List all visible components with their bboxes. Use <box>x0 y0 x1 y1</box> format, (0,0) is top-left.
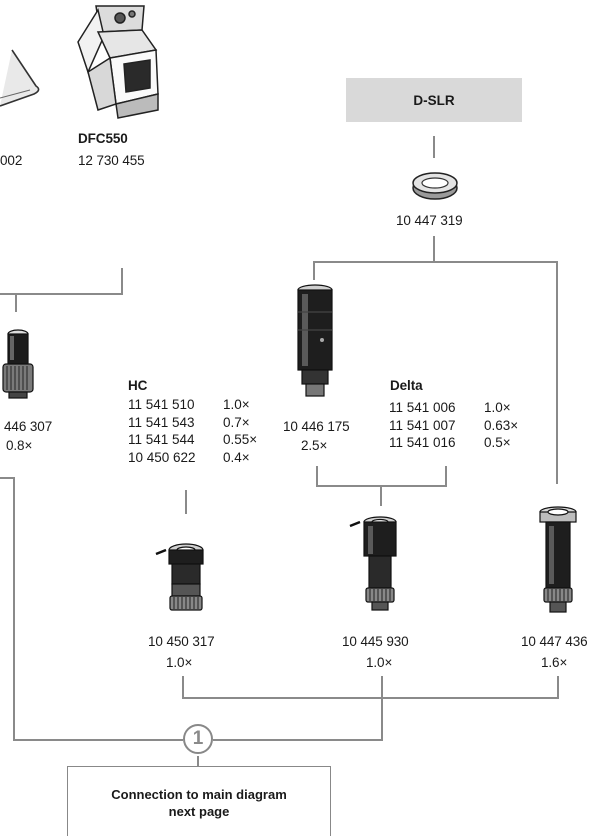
hc-title: HC <box>128 378 148 393</box>
delta-title: Delta <box>390 378 423 393</box>
delta-part: 11 541 007 <box>389 417 456 433</box>
connector-right-to-marker <box>213 676 383 741</box>
bottom-left-part-number: 10 450 317 <box>148 634 215 649</box>
delta-adapter-icon <box>349 516 397 611</box>
center-tube-icon <box>297 284 333 397</box>
hc-part: 11 541 544 <box>128 432 195 447</box>
connection-marker-number: 1 <box>192 728 204 749</box>
delta-part: 11 541 006 <box>389 400 456 415</box>
delta-part: 11 541 016 <box>389 435 456 450</box>
connection-box: Connection to main diagram next page <box>67 766 331 836</box>
left-adapter-icon <box>2 329 34 399</box>
dfc550-name: DFC550 <box>78 131 128 146</box>
dslr-tube-icon <box>539 506 577 613</box>
left-adapter-part-number: 446 307 <box>4 419 53 434</box>
hc-mag: 0.7× <box>223 414 250 430</box>
hc-list: 11 541 510 1.0× 11 541 543 0.7× 11 541 5… <box>128 396 263 466</box>
connector-bottom-bracket <box>182 676 559 699</box>
center-tube-magnification: 2.5× <box>301 438 328 453</box>
connection-line-2: next page <box>168 803 230 819</box>
bottom-left-magnification: 1.0× <box>166 655 193 670</box>
center-tube-part-number: 10 446 175 <box>283 419 350 434</box>
connector-delta-bracket <box>316 466 447 487</box>
bottom-right-magnification: 1.6× <box>541 655 568 670</box>
camera-device-icon <box>0 49 40 107</box>
hc-mag: 0.4× <box>223 449 250 465</box>
hc-adapter-icon <box>155 543 204 611</box>
hc-part: 11 541 543 <box>128 414 195 430</box>
connector-dslr-branch <box>313 261 558 484</box>
connection-line-1: Connection to main diagram <box>111 786 287 802</box>
dfc550-camera-icon <box>77 5 159 119</box>
connector-left-to-marker <box>0 477 183 741</box>
hc-part: 11 541 510 <box>128 397 195 412</box>
dfc550-part-number: 12 730 455 <box>78 153 145 168</box>
delta-mag: 0.5× <box>484 435 511 450</box>
connection-marker: 1 <box>183 724 213 754</box>
hc-part: 10 450 622 <box>128 449 196 465</box>
hc-mag: 0.55× <box>223 432 258 447</box>
dslr-box: D-SLR <box>346 78 522 122</box>
delta-list: 11 541 006 1.0× 11 541 007 0.63× 11 541 … <box>389 399 524 452</box>
bottom-right-part-number: 10 447 436 <box>521 634 588 649</box>
hc-mag: 1.0× <box>223 397 250 412</box>
bottom-middle-magnification: 1.0× <box>366 655 393 670</box>
delta-mag: 0.63× <box>484 417 519 433</box>
connector-top-left <box>0 268 123 295</box>
delta-mag: 1.0× <box>484 400 511 415</box>
top-left-part-number: 002 <box>0 153 23 168</box>
bottom-middle-part-number: 10 445 930 <box>342 634 409 649</box>
dslr-part-number: 10 447 319 <box>396 213 463 228</box>
left-adapter-magnification: 0.8× <box>6 438 33 453</box>
t2-adapter-ring-icon <box>412 172 458 200</box>
dslr-label: D-SLR <box>413 92 455 108</box>
